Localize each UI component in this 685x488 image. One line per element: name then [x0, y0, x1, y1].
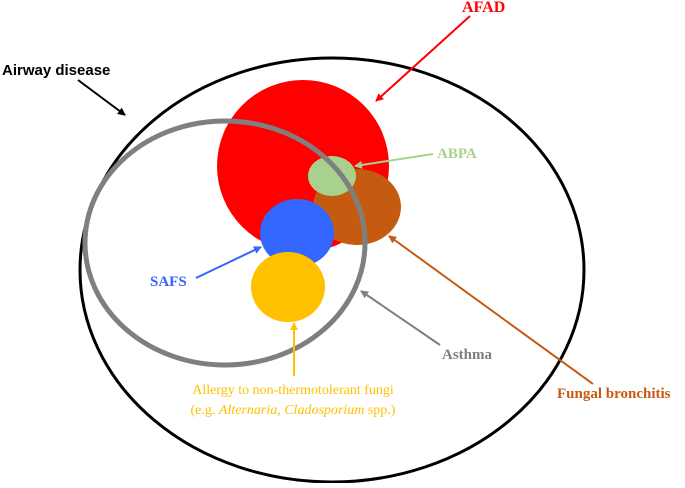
- abpa-ellipse: [308, 156, 356, 196]
- allergy-label-genera: Alternaria, Cladosporium: [218, 403, 365, 418]
- abpa-arrow: [354, 153, 434, 169]
- allergy-label-suffix: spp.): [364, 403, 396, 418]
- asthma-label: Asthma: [442, 347, 493, 363]
- allergy-label-line1: Allergy to non-thermotolerant fungi: [192, 383, 394, 398]
- safs-arrow: [195, 246, 262, 279]
- allergy-label-line2: (e.g. Alternaria, Cladosporium spp.): [143, 401, 443, 421]
- fungal-bronchitis-arrow: [388, 235, 594, 385]
- airway-disease-arrow: [77, 79, 126, 116]
- airway-disease-ellipse: [78, 56, 586, 484]
- asthma-ellipse: [82, 118, 368, 368]
- asthma-arrow: [360, 290, 441, 346]
- safs-circle: [260, 199, 334, 267]
- afad-arrow: [375, 15, 471, 102]
- fungal-bronchitis-label: Fungal bronchitis: [557, 386, 671, 402]
- allergy-label-prefix: (e.g.: [190, 403, 219, 418]
- afad-label: AFAD: [462, 0, 506, 16]
- allergy-label: Allergy to non-thermotolerant fungi (e.g…: [143, 381, 443, 421]
- airway-disease-label: Airway disease: [2, 62, 111, 79]
- allergy-circle: [251, 252, 325, 322]
- safs-label: SAFS: [150, 274, 187, 290]
- abpa-label: ABPA: [437, 146, 477, 162]
